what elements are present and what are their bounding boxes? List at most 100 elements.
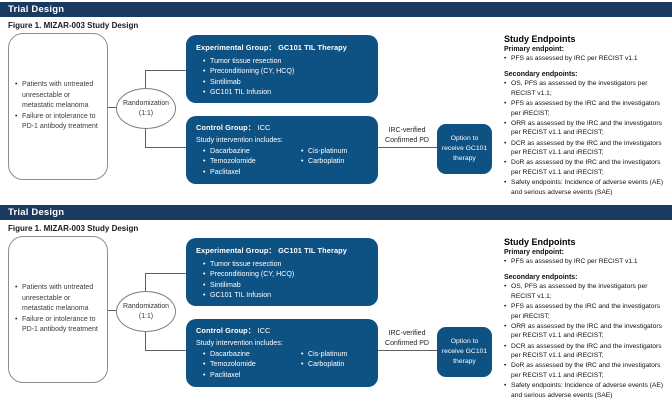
control-group-title-bold: Control Group： (196, 326, 256, 335)
control-group-subtitle: Study intervention includes: (196, 136, 283, 144)
secondary-endpoint-text: OS, PFS as assessed by the investigators… (511, 283, 648, 300)
bullet-icon (504, 99, 511, 118)
randomization-label: Randomization (1:1) (123, 100, 169, 117)
control-drug-item: Cis-platinum (301, 146, 372, 156)
control-drug-item: Temozolomide (203, 359, 294, 369)
connector-line (145, 273, 187, 274)
control-drug-text: Paclitaxel (210, 167, 241, 176)
secondary-endpoint-text: Safety endpoints: Incidence of adverse e… (511, 382, 664, 399)
control-group-box: Control Group： ICC Study intervention in… (186, 319, 378, 387)
bullet-icon (203, 146, 210, 156)
primary-endpoint-label: Primary endpoint: (504, 249, 564, 256)
experimental-item-text: Preconditioning (CY, HCQ) (210, 67, 295, 76)
irc-verified-label: IRC-verified Confirmed PD (385, 330, 429, 347)
control-drug-item: Paclitaxel (203, 167, 294, 177)
experimental-group-box: Experimental Group： GC101 TIL Therapy Tu… (186, 35, 378, 103)
primary-endpoint-item: PFS as assessed by IRC per RECIST v1.1 (504, 257, 670, 266)
option-therapy-text: Option to receive GC101 therapy (441, 338, 488, 365)
secondary-endpoint-item: DoR as assessed by the IRC and the inves… (504, 361, 670, 380)
patient-criteria-text: Failure or intolerance to PD-1 antibody … (22, 315, 98, 334)
connector-line (378, 147, 437, 148)
bullet-icon (504, 79, 511, 98)
patient-criteria-text: Failure or intolerance to PD-1 antibody … (22, 112, 98, 131)
section-header-bar: Trial Design (0, 205, 672, 220)
section-header-bar: Trial Design (0, 2, 672, 17)
primary-endpoint-text: PFS as assessed by IRC per RECIST v1.1 (511, 258, 638, 265)
experimental-group-title: Experimental Group： GC101 TIL Therapy (196, 246, 348, 255)
study-endpoints-title: Study Endpoints (504, 34, 576, 44)
control-group-subtitle: Study intervention includes: (196, 339, 283, 347)
secondary-endpoint-text: DoR as assessed by the IRC and the inves… (511, 362, 661, 379)
connector-line (378, 350, 437, 351)
bullet-icon (301, 359, 308, 369)
experimental-item-text: Sintilimab (210, 280, 241, 289)
experimental-item: Preconditioning (CY, HCQ) (203, 66, 372, 76)
bullet-icon (203, 280, 210, 290)
secondary-endpoint-text: DoR as assessed by the IRC and the inves… (511, 159, 661, 176)
secondary-endpoint-item: OS, PFS as assessed by the investigators… (504, 282, 670, 301)
control-group-box: Control Group： ICC Study intervention in… (186, 116, 378, 184)
bullet-icon (504, 139, 511, 158)
secondary-endpoint-item: Safety endpoints: Incidence of adverse e… (504, 381, 670, 400)
experimental-item: Tumor tissue resection (203, 56, 372, 66)
patient-criteria-item: Failure or intolerance to PD-1 antibody … (15, 112, 103, 133)
bullet-icon (504, 361, 511, 380)
patient-criteria-item: Patients with untreated unresectable or … (15, 283, 103, 315)
experimental-item: Sintilimab (203, 77, 372, 87)
secondary-endpoint-text: ORR as assessed by the IRC and the inves… (511, 322, 662, 340)
bullet-icon (203, 359, 210, 369)
control-drug-text: Cis-platinum (308, 147, 348, 155)
experimental-group-box: Experimental Group： GC101 TIL Therapy Tu… (186, 238, 378, 306)
control-drug-text: Cis-platinum (308, 350, 348, 358)
bullet-icon (203, 167, 210, 177)
connector-line (107, 107, 118, 108)
experimental-item-text: Tumor tissue resection (210, 260, 282, 268)
experimental-group-title: Experimental Group： GC101 TIL Therapy (196, 43, 348, 52)
control-group-title: Control Group： ICC (196, 325, 372, 336)
connector-line (145, 350, 187, 351)
secondary-endpoint-item: DCR as assessed by the IRC and the inves… (504, 342, 670, 361)
irc-verified-label: IRC-verified Confirmed PD (385, 127, 429, 144)
option-therapy-text: Option to receive GC101 therapy (441, 135, 488, 162)
secondary-endpoint-item: OS, PFS as assessed by the investigators… (504, 79, 670, 98)
randomization-node: Randomization (1:1) (116, 88, 176, 129)
randomization-node: Randomization (1:1) (116, 291, 176, 332)
secondary-endpoint-text: PFS as assessed by the IRC and the inves… (511, 100, 661, 117)
bullet-icon (203, 66, 210, 76)
bullet-icon (203, 349, 210, 359)
control-drug-item: Temozolomide (203, 156, 294, 166)
figure-caption: Figure 1. MIZAR-003 Study Design (8, 224, 139, 233)
control-drug-text: Temozolomide (210, 157, 256, 166)
control-drug-columns: Dacarbazine Temozolomide Paclitaxel Cis-… (196, 349, 372, 380)
patient-criteria-text: Patients with untreated unresectable or … (22, 81, 94, 110)
secondary-endpoint-item: Safety endpoints: Incidence of adverse e… (504, 178, 670, 197)
option-therapy-box: Option to receive GC101 therapy (437, 327, 492, 377)
bullet-icon (15, 112, 22, 133)
bullet-icon (15, 315, 22, 336)
bullet-icon (504, 322, 511, 341)
bullet-icon (203, 370, 210, 380)
bullet-icon (504, 381, 511, 400)
secondary-endpoint-text: OS, PFS as assessed by the investigators… (511, 80, 648, 97)
section-header-title: Trial Design (8, 207, 65, 218)
bullet-icon (301, 156, 308, 166)
bullet-icon (504, 257, 511, 266)
experimental-item: Sintilimab (203, 280, 372, 290)
secondary-endpoint-item: ORR as assessed by the IRC and the inves… (504, 119, 670, 138)
secondary-endpoint-item: PFS as assessed by the IRC and the inves… (504, 99, 670, 118)
bullet-icon (15, 80, 22, 112)
experimental-item: Preconditioning (CY, HCQ) (203, 269, 372, 279)
experimental-item-text: GC101 TIL Infusion (210, 87, 272, 96)
patient-criteria-item: Failure or intolerance to PD-1 antibody … (15, 315, 103, 336)
secondary-endpoint-item: DoR as assessed by the IRC and the inves… (504, 158, 670, 177)
bullet-icon (203, 77, 210, 87)
bullet-icon (504, 54, 511, 63)
secondary-endpoint-text: ORR as assessed by the IRC and the inves… (511, 119, 662, 137)
control-drug-item: Carboplatin (301, 359, 372, 369)
primary-endpoint-text: PFS as assessed by IRC per RECIST v1.1 (511, 55, 638, 62)
study-endpoints-section: Study Endpoints Primary endpoint: PFS as… (504, 34, 670, 198)
control-drug-text: Temozolomide (210, 360, 256, 369)
control-drug-text: Dacarbazine (210, 147, 250, 155)
control-drug-item: Dacarbazine (203, 146, 294, 156)
